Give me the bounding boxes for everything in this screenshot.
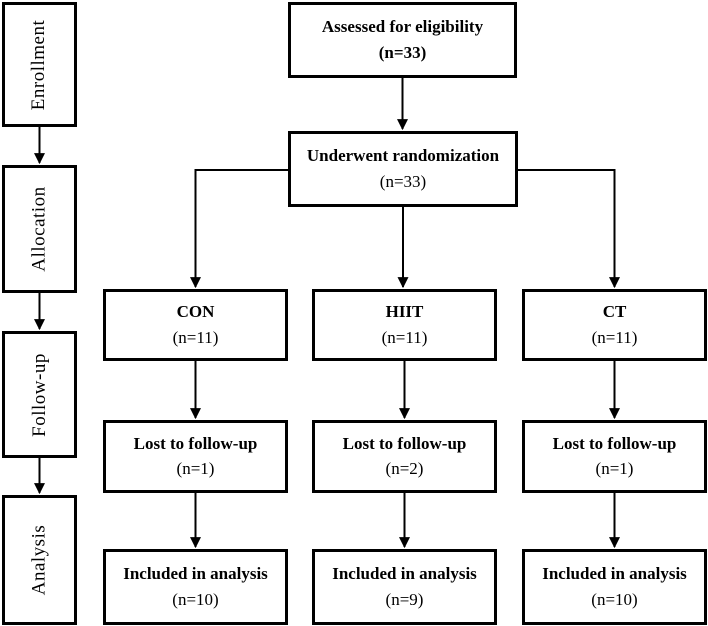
stage-box-allocation: Allocation xyxy=(2,165,77,293)
stage-box-analysis: Analysis xyxy=(2,495,77,625)
randomization-count: (n=33) xyxy=(379,171,427,191)
lost-hiit-title: Lost to follow-up xyxy=(342,433,467,453)
stage-label-allocation: Allocation xyxy=(28,186,50,272)
group-ct-name: CT xyxy=(602,302,627,322)
lost-box-hiit: Lost to follow-up (n=2) xyxy=(312,420,497,493)
group-ct-count: (n=11) xyxy=(591,327,638,347)
analysis-hiit-count: (n=9) xyxy=(385,589,424,609)
lost-hiit-count: (n=2) xyxy=(385,459,424,478)
analysis-box-con: Included in analysis (n=10) xyxy=(103,549,288,625)
group-box-hiit: HIIT (n=11) xyxy=(312,289,497,361)
stage-label-followup: Follow-up xyxy=(28,352,50,437)
group-hiit-name: HIIT xyxy=(385,302,424,322)
assessed-box: Assessed for eligibility (n=33) xyxy=(288,2,517,78)
group-box-ct: CT (n=11) xyxy=(522,289,707,361)
lost-ct-title: Lost to follow-up xyxy=(552,433,677,453)
assessed-title: Assessed for eligibility xyxy=(321,17,484,37)
stage-label-enrollment: Enrollment xyxy=(28,19,50,110)
group-con-count: (n=11) xyxy=(172,327,219,347)
lost-con-title: Lost to follow-up xyxy=(133,433,258,453)
lost-box-con: Lost to follow-up (n=1) xyxy=(103,420,288,493)
randomization-box: Underwent randomization (n=33) xyxy=(288,131,518,207)
lost-box-ct: Lost to follow-up (n=1) xyxy=(522,420,707,493)
group-con-name: CON xyxy=(176,302,215,322)
lost-con-count: (n=1) xyxy=(176,459,215,478)
analysis-hiit-title: Included in analysis xyxy=(332,564,477,584)
arrow-randomization-to-ct xyxy=(518,169,620,289)
group-box-con: CON (n=11) xyxy=(103,289,288,361)
group-hiit-count: (n=11) xyxy=(381,327,428,347)
analysis-box-hiit: Included in analysis (n=9) xyxy=(312,549,497,625)
randomization-title: Underwent randomization xyxy=(306,146,500,166)
assessed-count: (n=33) xyxy=(378,42,427,62)
lost-ct-count: (n=1) xyxy=(595,459,634,478)
stage-box-enrollment: Enrollment xyxy=(2,2,77,127)
analysis-ct-title: Included in analysis xyxy=(542,564,687,584)
analysis-con-title: Included in analysis xyxy=(123,564,268,584)
arrow-randomization-to-con xyxy=(190,169,288,289)
analysis-con-count: (n=10) xyxy=(172,589,219,609)
analysis-ct-count: (n=10) xyxy=(591,589,638,609)
stage-label-analysis: Analysis xyxy=(28,524,50,596)
stage-box-followup: Follow-up xyxy=(2,331,77,458)
analysis-box-ct: Included in analysis (n=10) xyxy=(522,549,707,625)
